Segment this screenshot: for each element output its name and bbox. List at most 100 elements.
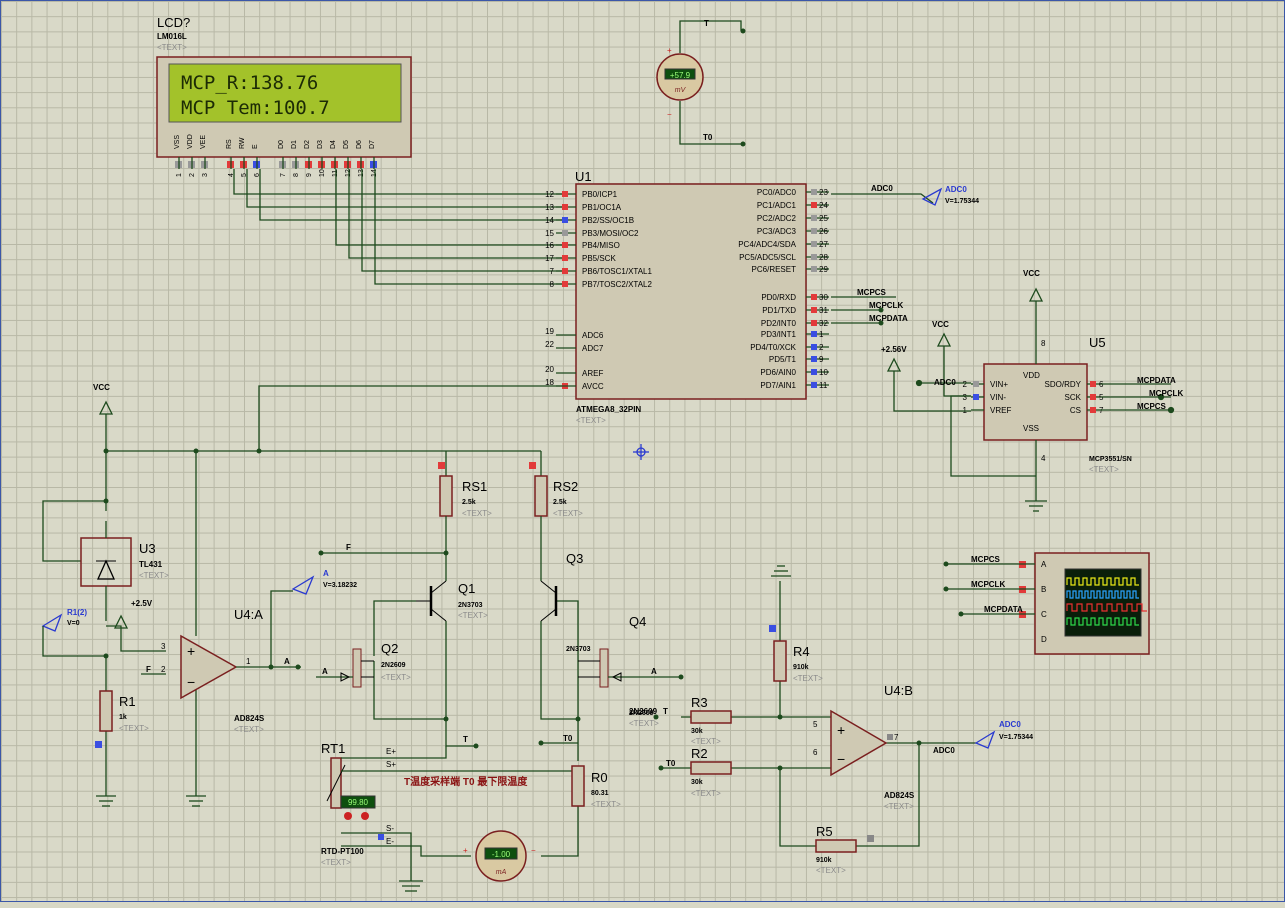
r0-ref: R0 bbox=[591, 770, 608, 785]
rs2-ref: RS2 bbox=[553, 479, 578, 494]
r1-resistor[interactable]: R1 1k <TEXT> bbox=[95, 690, 149, 748]
lcd-pin-label-d4: D4 bbox=[330, 140, 337, 149]
r2-value: 30k bbox=[691, 779, 703, 786]
r3-ref: R3 bbox=[691, 695, 708, 710]
u5-vss: VSS bbox=[1023, 424, 1039, 433]
lcd-component[interactable]: LCD? LM016L <TEXT> MCP_R:138.76 MCP Tem:… bbox=[156, 15, 412, 177]
u1-pin-name: PB3/MOSI/OC2 bbox=[582, 229, 639, 238]
voltmeter-plus: + bbox=[667, 46, 672, 55]
rs2-text-tag: <TEXT> bbox=[553, 509, 583, 518]
u1-pin-name: PB5/SCK bbox=[582, 254, 616, 263]
a-probe[interactable]: A V=3.18232 bbox=[291, 569, 357, 595]
u5-vdd: VDD bbox=[1023, 371, 1040, 380]
r3-resistor[interactable]: R3 30k <TEXT> bbox=[690, 695, 732, 746]
u1-pin-num: 10 bbox=[819, 368, 828, 377]
u1-pin-num: 1 bbox=[819, 330, 824, 339]
svg-text:+: + bbox=[837, 722, 845, 738]
u5-adc0-label: ADC0 bbox=[934, 378, 956, 387]
u1-pin-name: PB0/ICP1 bbox=[582, 190, 618, 199]
vcc-left-symbol: VCC bbox=[93, 383, 114, 415]
svg-text:+: + bbox=[463, 846, 468, 855]
rt1-wires bbox=[341, 746, 579, 892]
u1-pin-num: 17 bbox=[545, 254, 554, 263]
lcd-pin-label-d6: D6 bbox=[356, 140, 363, 149]
q1-ref: Q1 bbox=[458, 581, 475, 596]
r0-resistor[interactable]: R0 80.31 <TEXT> bbox=[571, 765, 621, 809]
adc0-probe-icon[interactable] bbox=[921, 187, 943, 206]
voltmeter[interactable]: T +57.9 mV + − T0 bbox=[656, 19, 746, 147]
lcd-pin-num-10: 10 bbox=[319, 169, 326, 177]
u1-pin-num: 7 bbox=[550, 267, 555, 276]
u1-pin-name: PB2/SS/OC1B bbox=[582, 216, 634, 225]
ammeter-reading: -1.00 bbox=[492, 850, 511, 859]
r0-value: 80.31 bbox=[591, 790, 609, 797]
u4a-opamp[interactable]: + − 3 2 1 U4:A AD824S <TEXT> bbox=[161, 607, 265, 734]
u5-wires bbox=[893, 301, 1175, 512]
svg-text:−: − bbox=[187, 674, 195, 690]
lcd-pin-num-8: 8 bbox=[293, 173, 300, 177]
u1-pin-num: 29 bbox=[819, 265, 828, 274]
t0-net-label: T0 bbox=[563, 734, 573, 743]
q3-part: 2N3703 bbox=[566, 646, 591, 653]
svg-text:7: 7 bbox=[894, 733, 899, 742]
vcc-rail-wires bbox=[42, 385, 568, 796]
adc0-probe-bottom-icon[interactable] bbox=[974, 730, 996, 749]
u4a-body bbox=[180, 634, 238, 700]
a-probe-icon[interactable] bbox=[291, 575, 315, 595]
lcd-line1: MCP_R:138.76 bbox=[181, 72, 318, 94]
adc0-probe-label: ADC0 bbox=[945, 185, 967, 194]
rt1-ref: RT1 bbox=[321, 741, 345, 756]
adc0-net-label: ADC0 bbox=[871, 184, 893, 193]
q3-transistor[interactable]: Q3 2N3703 bbox=[540, 551, 591, 653]
rt1-sensor[interactable]: RT1 99.80 RTD-PT100 <TEXT> E+ S+ S- E- bbox=[321, 741, 396, 867]
u1-pin-name: PD3/INT1 bbox=[761, 330, 797, 339]
svg-text:3: 3 bbox=[161, 642, 166, 651]
lcd-pin-label-rw: RW bbox=[239, 137, 246, 149]
scope-channel-c: C bbox=[1041, 610, 1047, 619]
q1-part: 2N3703 bbox=[458, 602, 483, 609]
u3-tl431[interactable]: U3 TL431 <TEXT> +2.5V bbox=[80, 521, 169, 621]
q4-transistor[interactable]: A Q4 2N2609 <TEXT> bbox=[578, 614, 684, 728]
f-net-label: F bbox=[346, 543, 351, 552]
rs1-resistor[interactable]: RS1 2.5k <TEXT> bbox=[438, 462, 492, 518]
r5-resistor[interactable]: R5 910k <TEXT> bbox=[815, 824, 874, 875]
adc0-probe-bottom[interactable]: ADC0 V=1.75344 bbox=[974, 720, 1033, 749]
r2-resistor[interactable]: R2 30k <TEXT> bbox=[690, 746, 732, 798]
u1-pin-num: 9 bbox=[819, 355, 824, 364]
rs2-resistor[interactable]: RS2 2.5k <TEXT> bbox=[529, 462, 583, 518]
lcd-line2: MCP Tem:100.7 bbox=[181, 97, 330, 119]
u4b-opamp[interactable]: + − 5 6 7 U4:B AD824S <TEXT> bbox=[813, 683, 915, 811]
lcd-pin-label-d0: D0 bbox=[278, 140, 285, 149]
u4b-part: AD824S bbox=[884, 791, 915, 800]
ammeter[interactable]: -1.00 mA + − bbox=[463, 830, 536, 882]
u1-pin-num: 23 bbox=[819, 188, 828, 197]
r5-ref: R5 bbox=[816, 824, 833, 839]
u1-pin-num: 11 bbox=[819, 381, 828, 390]
u1-pin-num: 2 bbox=[819, 343, 824, 352]
q2-transistor[interactable]: A Q2 2N2609 <TEXT> bbox=[316, 641, 411, 688]
u1-pin-num: 20 bbox=[545, 365, 554, 374]
u4a-part: AD824S bbox=[234, 714, 265, 723]
u1-pin-name: AVCC bbox=[582, 382, 604, 391]
u1-pin-num: 19 bbox=[545, 327, 554, 336]
voltmeter-unit: mV bbox=[675, 87, 687, 94]
u1-pin-num: 24 bbox=[819, 201, 828, 210]
r1-probe-icon[interactable] bbox=[41, 613, 63, 632]
r4-resistor[interactable]: R4 910k <TEXT> bbox=[769, 625, 823, 683]
q1-transistor[interactable]: Q1 2N3703 <TEXT> bbox=[416, 580, 488, 622]
r3-value: 30k bbox=[691, 728, 703, 735]
rt1-part: RTD-PT100 bbox=[321, 847, 364, 856]
r4-value: 910k bbox=[793, 664, 809, 671]
u1-pin-name: PC2/ADC2 bbox=[757, 214, 797, 223]
u3-ref: U3 bbox=[139, 541, 156, 556]
r4-body bbox=[773, 640, 787, 682]
u1-pin-name: PD2/INT0 bbox=[761, 319, 797, 328]
u1-pin-name: PD7/AIN1 bbox=[760, 381, 796, 390]
r1-probe[interactable]: R1(2) V=0 bbox=[41, 608, 87, 632]
u1-pin-num: 25 bbox=[819, 214, 828, 223]
